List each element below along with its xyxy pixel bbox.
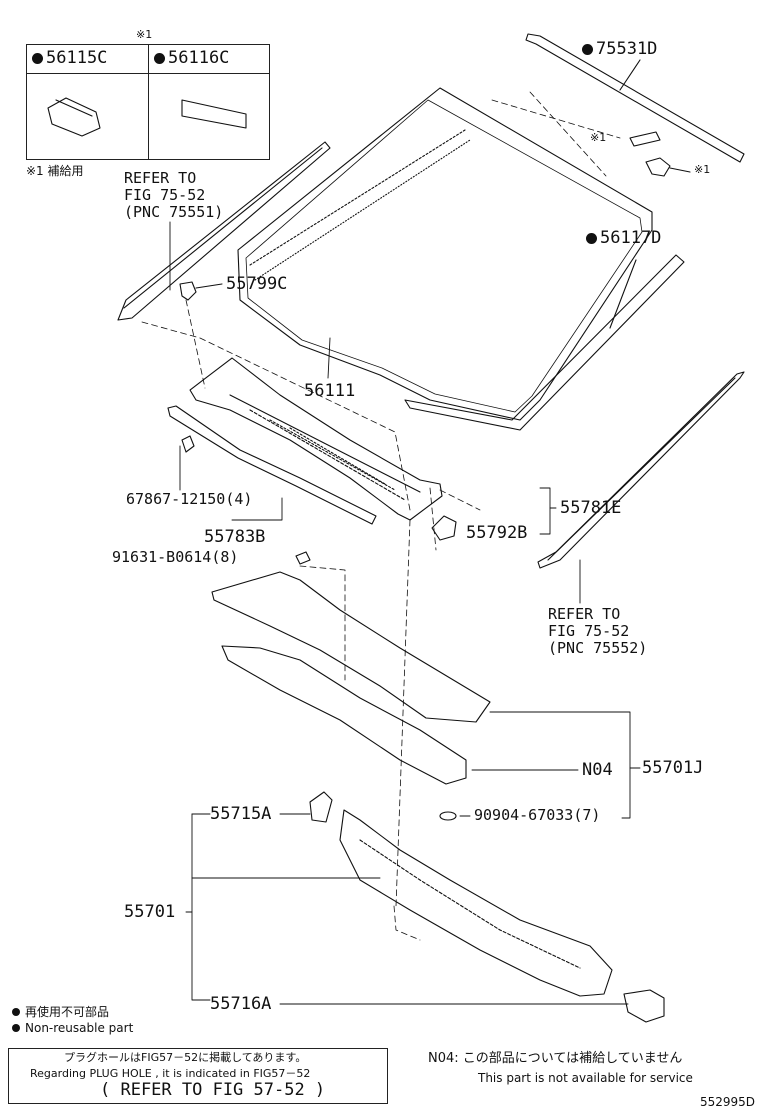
part-55715A: 55715A	[210, 804, 272, 824]
refer-right-line3: (PNC 75552)	[548, 639, 648, 657]
part-67867: 67867-12150(4)	[126, 490, 253, 508]
non-reusable-dot-icon	[154, 53, 165, 64]
non-reusable-dot-icon	[586, 233, 597, 244]
part-55701: 55701	[124, 902, 176, 922]
inset-box	[26, 44, 270, 160]
cowl-top-panel	[211, 551, 491, 785]
nut-90904	[439, 811, 457, 821]
plug-note-en: Regarding PLUG HOLE , it is indicated in…	[30, 1067, 311, 1080]
part-75531D-label: 75531D	[596, 39, 658, 59]
clip-55792B	[431, 515, 457, 541]
part-55781E: 55781E	[560, 498, 622, 518]
cowl-louver-55781E	[189, 357, 443, 521]
part-91631: 91631-B0614(8)	[112, 548, 239, 566]
part-56115C-label: 56115C	[46, 48, 108, 68]
part-55792B: 55792B	[466, 523, 528, 543]
part-56117D: 56117D	[586, 230, 661, 247]
part-56115C: 56115C	[32, 50, 107, 67]
windshield-glass	[237, 87, 653, 421]
n04-note-en: This part is not available for service	[478, 1071, 693, 1085]
cowl-panel-55701	[309, 791, 665, 1023]
figure-id: 552995D	[700, 1095, 756, 1109]
supply-note: ※1 補給用	[26, 164, 84, 178]
refer-left: REFER TO FIG 75-52 (PNC 75551)	[124, 170, 223, 221]
plug-hole-note-box	[8, 1048, 388, 1104]
part-56111: 56111	[304, 381, 356, 401]
part-55716A: 55716A	[210, 994, 272, 1014]
inset-mark: ※1	[136, 28, 153, 41]
refer-right-line1: REFER TO	[548, 605, 621, 623]
mark-clip-a: ※1	[590, 131, 607, 144]
refer-left-line1: REFER TO	[124, 169, 197, 187]
pillar-moulding-left	[117, 141, 331, 321]
refer-left-line3: (PNC 75551)	[124, 203, 224, 221]
roof-moulding-75531D	[525, 33, 745, 163]
plug-note-ref: ( REFER TO FIG 57-52 )	[100, 1080, 326, 1100]
part-55701J: 55701J	[642, 758, 704, 778]
n04-note-jp: N04: この部品については補給していません	[428, 1051, 683, 1066]
legend-jp: 再使用不可部品	[12, 1006, 109, 1018]
non-reusable-dot-icon	[12, 1024, 20, 1032]
non-reusable-dot-icon	[12, 1008, 20, 1016]
leader-lines	[169, 221, 641, 1005]
part-55783B: 55783B	[204, 527, 266, 547]
inset-divider	[148, 45, 149, 159]
refer-left-line2: FIG 75-52	[124, 186, 206, 204]
part-55799C: 55799C	[226, 274, 288, 294]
windshield-moulding-56117D	[404, 254, 685, 431]
part-N04: N04	[582, 760, 613, 780]
part-75531D: 75531D	[582, 41, 657, 58]
dashed-leaders	[141, 91, 621, 941]
legend-en: Non-reusable part	[12, 1022, 133, 1034]
legend-jp-text: 再使用不可部品	[25, 1005, 110, 1019]
refer-right: REFER TO FIG 75-52 (PNC 75552)	[548, 606, 647, 657]
part-56116C-label: 56116C	[168, 48, 230, 68]
non-reusable-dot-icon	[32, 53, 43, 64]
part-56117D-label: 56117D	[600, 228, 662, 248]
inset-clip-drawings	[47, 97, 247, 137]
part-90904: 90904-67033(7)	[474, 806, 601, 824]
clip-55799C	[179, 281, 223, 301]
mark-clip-b: ※1	[694, 163, 711, 176]
clip-part	[629, 131, 691, 177]
non-reusable-dot-icon	[582, 44, 593, 55]
legend-en-text: Non-reusable part	[25, 1021, 134, 1035]
part-56116C: 56116C	[154, 50, 229, 67]
refer-right-line2: FIG 75-52	[548, 622, 630, 640]
plug-note-jp: プラグホールはFIG57－52に掲載してあります。	[64, 1051, 307, 1064]
seal-55783B	[167, 405, 377, 525]
pillar-moulding-right	[537, 371, 745, 569]
